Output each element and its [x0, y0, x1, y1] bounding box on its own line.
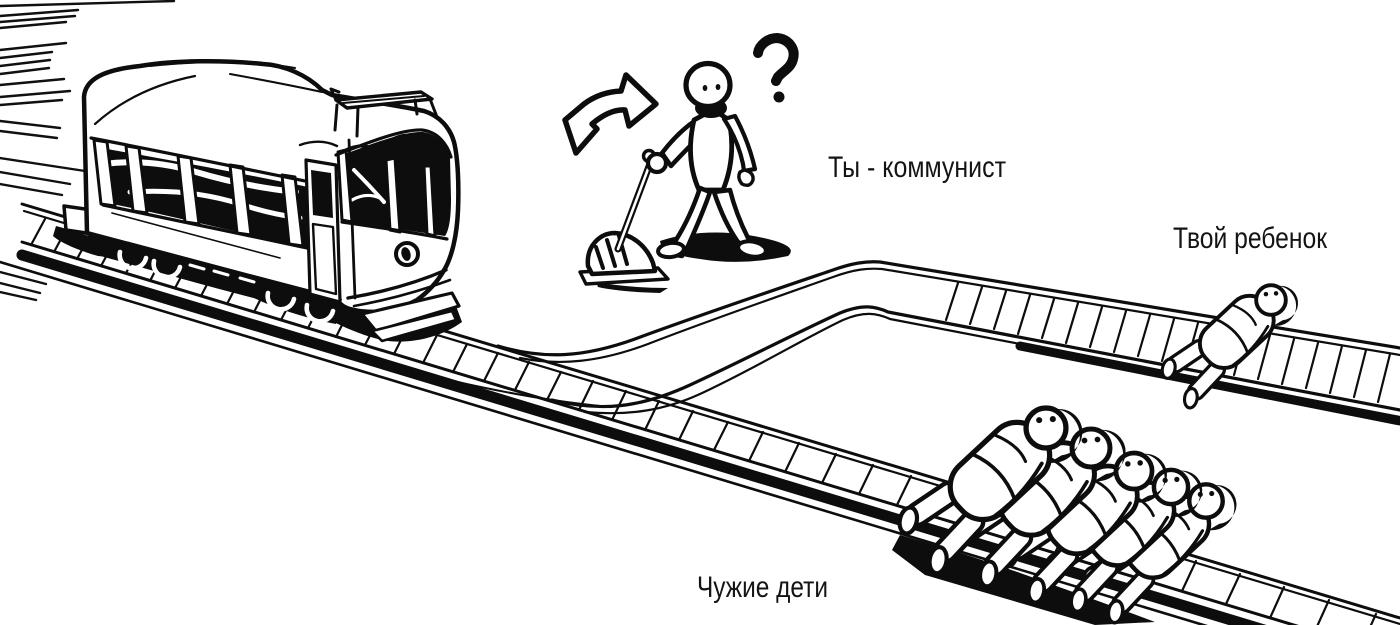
svg-text:Чужие дети: Чужие дети [697, 571, 828, 604]
svg-text:Ты - коммунист: Ты - коммунист [828, 151, 1006, 184]
svg-text:Твой ребенок: Твой ребенок [1173, 222, 1328, 255]
